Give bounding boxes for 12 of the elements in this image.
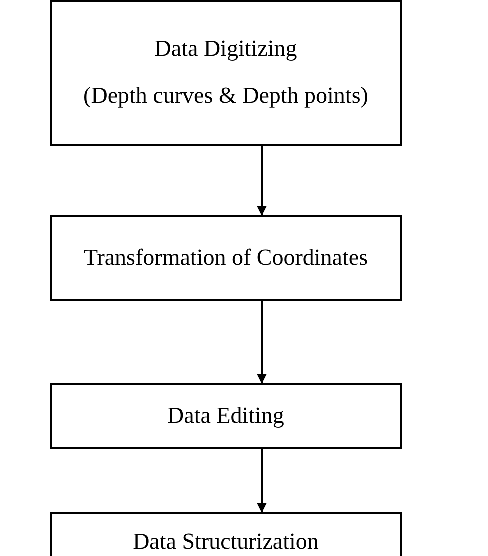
box-text: (Depth curves & Depth points) (84, 82, 368, 110)
arrow (257, 146, 267, 216)
arrow (257, 449, 267, 513)
process-box (50, 215, 402, 301)
box-text: Data Editing (168, 402, 284, 430)
box-text: Transformation of Coordinates (84, 244, 368, 272)
box-text: Data Structurization (133, 528, 319, 556)
arrow (257, 301, 267, 384)
box-text: Data Digitizing (154, 35, 298, 64)
process-box (50, 512, 402, 556)
process-box (50, 383, 402, 449)
process-box (50, 0, 402, 146)
